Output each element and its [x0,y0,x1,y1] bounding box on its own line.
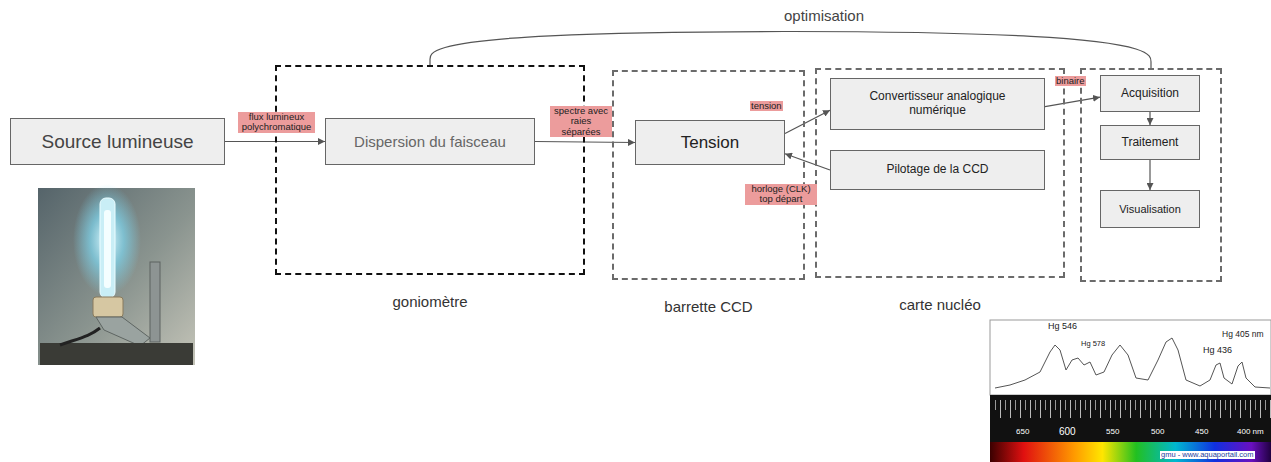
process-box: Pilotage de la CCD [830,150,1045,190]
lamp-holder [96,317,150,346]
box-label: Pilotage de la CCD [886,163,988,177]
watermark: gmu - www.aquaportail.com [1160,451,1255,459]
scale-number: 650 [1015,428,1030,437]
lamp-cable [60,328,100,345]
scale-number: 450 [1194,428,1209,437]
edge-label: optimisation [783,8,865,25]
box-label: Visualisation [1119,203,1181,216]
feedback-arc [430,32,1151,68]
group-heading: carte nucléo [777,296,1103,313]
peak-label: Hg 436 [1202,346,1233,356]
mercury-spectrum [990,320,1271,462]
stand-base [40,343,193,365]
box-label: Convertisseur analogique numérique [863,90,1013,118]
stand-rod [150,262,160,342]
spectrum-band [990,395,1271,462]
source-box: Source lumineuse [10,118,225,165]
flow-arrow [785,154,830,170]
edge-label: spectre avec raies séparées [550,106,612,137]
box-label: Traitement [1122,136,1179,150]
process-box: Tension [635,120,785,165]
spectrum-curve [995,338,1270,388]
group-frame: goniomètreDispersion du faisceau [275,65,585,275]
process-box: Convertisseur analogique numérique [830,78,1045,130]
edge-label: tension [750,101,783,111]
spectrum-plot [990,320,1271,395]
flow-arrow [535,142,635,143]
group-heading: barrette CCD [574,298,843,315]
box-label: Dispersion du faisceau [354,133,506,150]
lamp-photo [38,184,195,365]
group-frame: AcquisitionTraitementVisualisation [1080,68,1222,282]
lamp-bulb [100,198,115,298]
peak-label: Hg 405 nm [1221,330,1265,339]
scale-number: 500 [1150,428,1165,437]
scale-number: 400 nm [1236,428,1265,437]
wavelength-scale [992,399,1271,419]
group-frame: carte nucléoConvertisseur analogique num… [815,68,1065,278]
rainbow-strip [990,442,1271,462]
peak-label: Hg 578 [1080,340,1106,348]
process-box: Traitement [1100,125,1200,160]
flow-arrow [1149,112,1150,125]
lamp-filament [104,210,111,288]
process-box: Acquisition [1100,75,1200,112]
box-label: Tension [681,133,740,153]
box-label: Source lumineuse [41,131,193,153]
flow-arrow [1149,160,1150,190]
edge-label: binaire [1055,76,1086,86]
scale-number: 600 [1058,426,1077,437]
process-box: Dispersion du faisceau [325,118,535,165]
peak-label: Hg 546 [1047,322,1078,332]
process-box: Visualisation [1100,190,1200,228]
lamp-socket [93,297,123,317]
flow-arrow [1045,97,1100,106]
edge-label: flux lumineux polychromatique [238,112,315,133]
scale-number: 550 [1105,428,1120,437]
flow-arrow [785,110,830,133]
edge-label: horloge (CLK) top départ [745,184,817,205]
box-label: Acquisition [1121,87,1179,101]
group-heading: goniomètre [237,293,623,310]
